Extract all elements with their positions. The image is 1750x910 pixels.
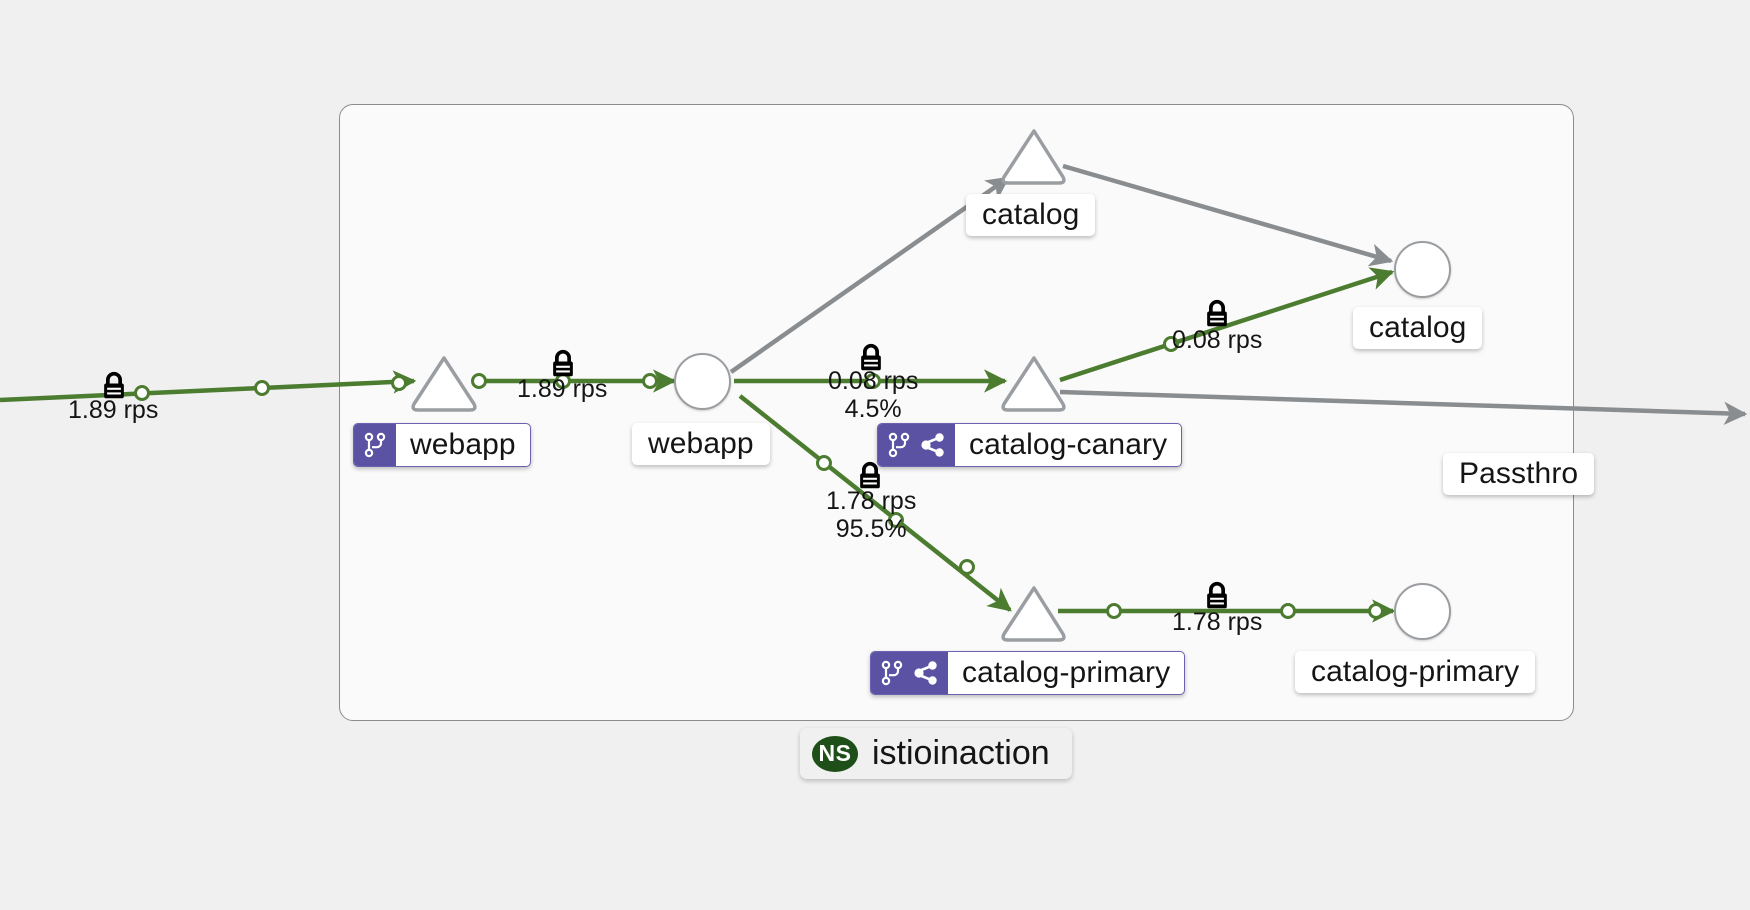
mtls-lock-icon <box>1207 581 1227 609</box>
mtls-lock-icon <box>860 461 880 489</box>
mtls-lock-icon <box>861 343 881 371</box>
edge-rate-text: 1.89 rps <box>68 396 159 424</box>
node-label-text: catalog <box>982 198 1080 231</box>
mtls-lock-icon <box>1207 299 1227 327</box>
edge-label-webapp: 1.89 rps <box>517 375 607 403</box>
edge-rate-text: 1.78 rps <box>1172 608 1263 636</box>
node-label-text: webapp <box>410 428 516 461</box>
edge-label-canary-catalog: 0.08 rps <box>1172 326 1262 354</box>
namespace-group-box[interactable] <box>339 104 1574 721</box>
badge-group <box>878 424 955 466</box>
node-label-passthrough-cluster[interactable]: Passthro <box>1443 453 1595 495</box>
namespace-badge-icon: NS <box>812 735 858 772</box>
node-label-text: catalog-primary <box>962 656 1171 689</box>
node-label-wl-catalog[interactable]: catalog <box>1353 307 1483 349</box>
edge-label-primary-workload: 1.78 rps <box>1172 608 1262 636</box>
mtls-lock-icon <box>553 349 573 377</box>
node-label-text: catalog-canary <box>969 428 1168 461</box>
virtual-service-icon <box>888 432 910 458</box>
mtls-lock-icon <box>104 371 124 399</box>
edge-percent-text: 4.5% <box>844 395 902 423</box>
edge-label-canary: 0.08 rps 4.5% <box>828 367 918 423</box>
node-label-wl-webapp[interactable]: webapp <box>632 423 770 465</box>
node-label-text: catalog <box>1369 311 1467 344</box>
node-label-svc-catalog[interactable]: catalog <box>966 194 1096 236</box>
edge-rate-text: 1.89 rps <box>517 375 608 403</box>
node-label-wl-catalog-primary[interactable]: catalog-primary <box>1295 651 1536 693</box>
virtual-service-icon <box>881 660 903 686</box>
edge-rate-text: 1.78 rps <box>826 487 917 515</box>
edge-percent-text: 95.5% <box>835 515 907 543</box>
namespace-badge[interactable]: NS istioinaction <box>800 728 1072 779</box>
node-wl-catalog[interactable] <box>1394 241 1451 298</box>
virtual-service-icon <box>364 432 386 458</box>
node-label-svc-webapp[interactable]: webapp <box>353 423 531 467</box>
edge-label-primary: 1.78 rps 95.5% <box>826 487 916 543</box>
node-label-text: webapp <box>648 427 754 460</box>
edge-rate-text: 0.08 rps <box>828 367 919 395</box>
namespace-name-text: istioinaction <box>872 734 1050 772</box>
destination-rule-icon <box>914 661 937 685</box>
badge-group <box>871 652 948 694</box>
badge-group <box>354 424 396 466</box>
node-label-svc-catalog-primary[interactable]: catalog-primary <box>870 651 1186 695</box>
node-label-svc-catalog-canary[interactable]: catalog-canary <box>877 423 1183 467</box>
node-label-text: Passthro <box>1459 457 1579 490</box>
edge-rate-text: 0.08 rps <box>1172 326 1263 354</box>
node-label-text: catalog-primary <box>1311 655 1520 688</box>
node-wl-catalog-primary[interactable] <box>1394 583 1451 640</box>
edge-label-ingress: 1.89 rps <box>68 396 158 424</box>
destination-rule-icon <box>921 433 944 457</box>
node-wl-webapp[interactable] <box>674 353 731 410</box>
